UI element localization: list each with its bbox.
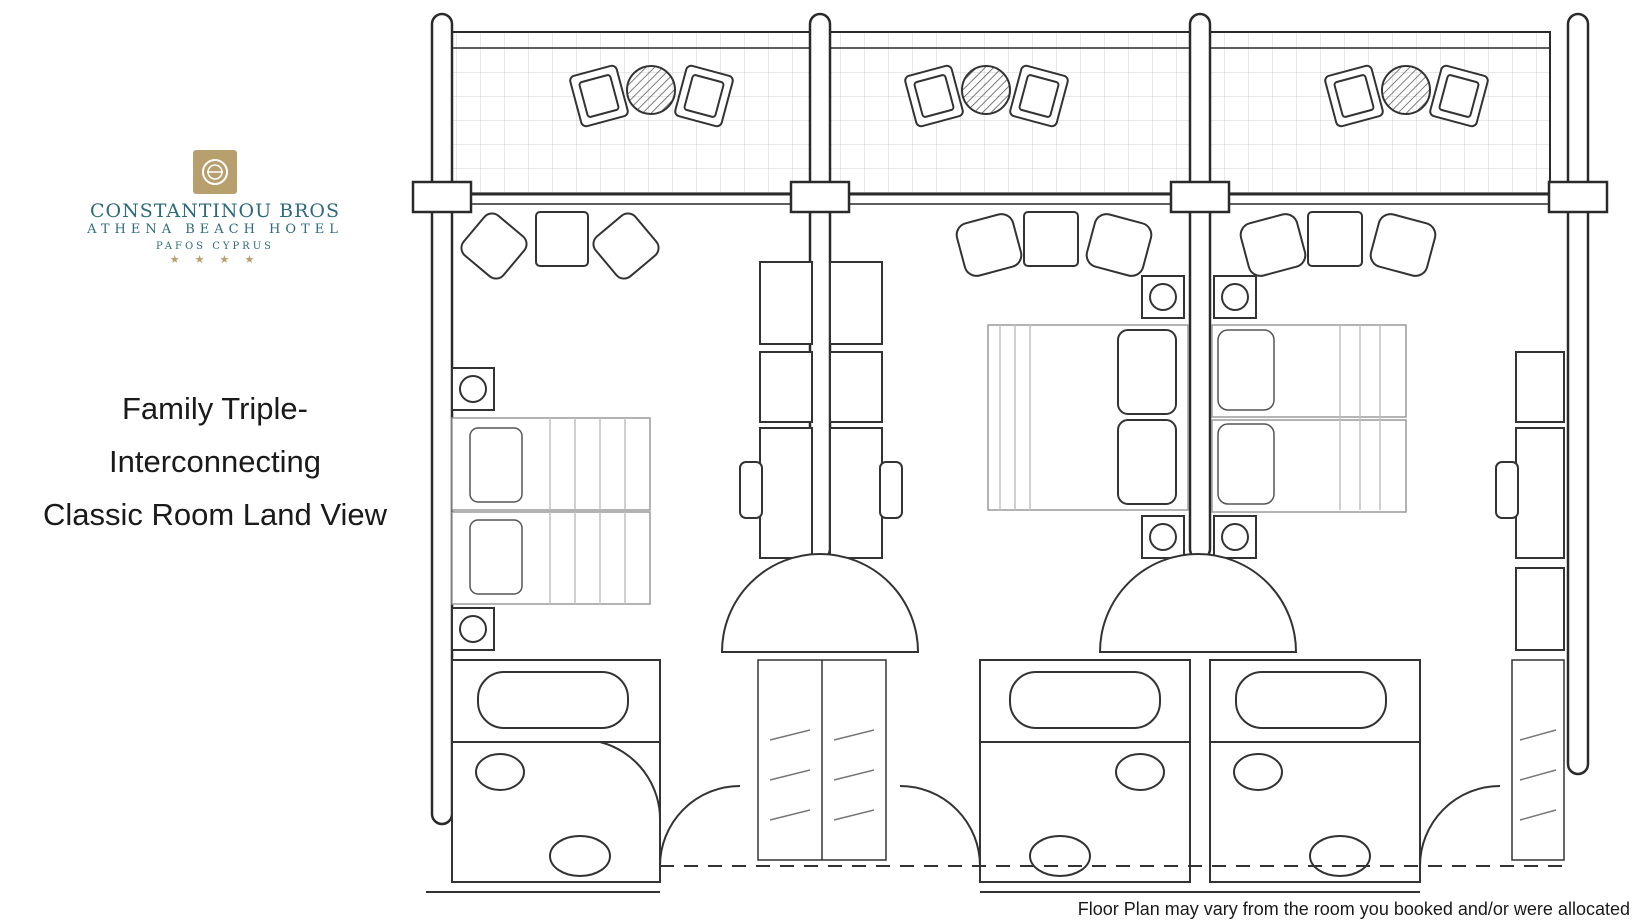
nightstands-center [1141, 275, 1257, 559]
lounge-seating-room-3 [1239, 211, 1437, 277]
hotel-name: ATHENA BEACH HOTEL [87, 222, 343, 237]
bathroom-room-2 [979, 659, 1191, 883]
room-title-line-1: Family Triple- [121, 391, 308, 426]
balcony-furniture-1 [569, 64, 734, 128]
hotel-location: PAFOS CYPRUS [156, 241, 274, 252]
lounge-seating-room-1 [460, 211, 660, 280]
room-title-line-3: Classic Room Land View [42, 497, 388, 532]
bathroom-room-3 [1209, 659, 1421, 883]
logo-badge-icon [193, 150, 237, 194]
floor-plan-disclaimer: Floor Plan may vary from the room you bo… [1077, 899, 1630, 919]
wardrobe-room-3 [1511, 659, 1565, 861]
room-title: Family Triple- Interconnecting Classic R… [20, 382, 410, 541]
room-title-line-2: Interconnecting [109, 444, 321, 479]
bathroom-room-1 [451, 659, 662, 883]
corridor [426, 785, 1570, 893]
balcony-furniture-3 [1324, 64, 1489, 128]
balcony-furniture-2 [904, 64, 1069, 128]
walls [411, 12, 1609, 826]
beds-room-3 [1211, 324, 1407, 513]
wardrobe-room-1 [757, 659, 887, 861]
desk-unit-room-1 [739, 261, 903, 559]
lounge-seating-room-2 [955, 211, 1153, 277]
star-rating: ★ ★ ★ ★ [169, 254, 261, 266]
beds-room-2 [987, 324, 1189, 511]
beds-room-1 [451, 367, 651, 651]
hotel-logo: CONSTANTINOU BROS ATHENA BEACH HOTEL PAF… [80, 150, 350, 266]
brand-name: CONSTANTINOU BROS [89, 200, 341, 222]
desk-unit-room-3 [1495, 351, 1565, 651]
entry-arcs [720, 553, 1298, 653]
